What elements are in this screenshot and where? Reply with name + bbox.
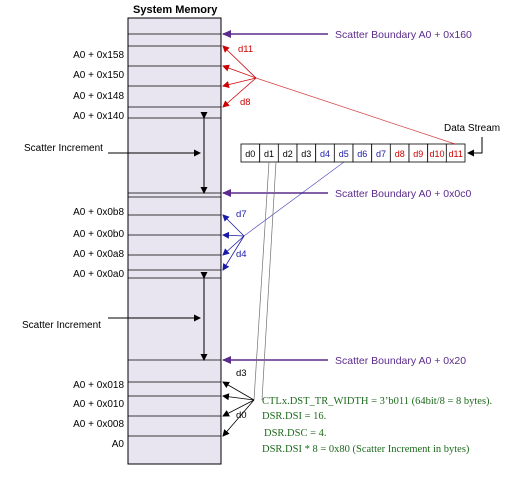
stream-cell-label: d4	[320, 149, 330, 159]
boundary-label: Scatter Boundary A0 + 0x160	[335, 29, 472, 41]
address-label: A0 + 0x0b0	[73, 229, 124, 240]
stream-cell-label: d3	[301, 149, 311, 159]
address-label: A0 + 0x008	[73, 419, 124, 430]
stream-cell: d4	[315, 143, 335, 163]
black-group-connector	[261, 161, 277, 401]
group-connectors	[243, 77, 456, 401]
note-scatter-increment: DSR.DSI * 8 = 0x80 (Scatter Increment in…	[262, 444, 470, 455]
blue-fan-arrows	[222, 214, 245, 271]
data-stream-arrow	[467, 137, 483, 157]
blue-group-connector	[243, 161, 345, 237]
address-label: A0 + 0x0a0	[73, 269, 124, 280]
address-label: A0	[112, 439, 125, 450]
address-label: A0 + 0x148	[73, 91, 124, 102]
address-label: A0 + 0x0a8	[73, 249, 124, 260]
group-label-d3: d3	[236, 368, 247, 379]
black-fan-arrows	[222, 381, 255, 437]
stream-cell: d7	[371, 143, 391, 163]
address-label: A0 + 0x140	[73, 111, 124, 122]
red-group-connector	[255, 77, 456, 145]
address-label: A0 + 0x010	[73, 399, 124, 410]
stream-cell: d6	[352, 143, 373, 163]
scatter-boundary-arrows	[222, 30, 328, 364]
scatter-increment-label: Scatter Increment	[24, 143, 103, 154]
group-label-d7: d7	[236, 209, 247, 220]
stream-cell: d2	[277, 143, 298, 163]
red-fan-arrows	[222, 45, 257, 108]
stream-cell: d8	[389, 143, 410, 163]
note-dsc: DSR.DSC = 4.	[264, 428, 327, 439]
address-label: A0 + 0x158	[73, 50, 124, 61]
stream-cell-label: d9	[413, 149, 423, 159]
address-label: A0 + 0x018	[73, 380, 124, 391]
register-notes: CTLx.DST_TR_WIDTH = 3’b011 (64bit/8 = 8 …	[262, 396, 492, 455]
stream-cell-label: d7	[376, 149, 386, 159]
group-label-d4: d4	[236, 249, 247, 260]
address-label: A0 + 0x150	[73, 70, 124, 81]
stream-cell-label: d11	[449, 149, 463, 159]
stream-cell-label: d5	[339, 149, 349, 159]
stream-cell-label: d2	[283, 149, 293, 159]
data-stream-cells: d0 d1 d2 d3 d4 d5 d6 d7 d8 d9 d10 d11	[240, 143, 466, 163]
system-memory-column	[127, 17, 222, 465]
stream-cell: d1	[259, 143, 279, 163]
stream-cell: d10	[427, 143, 447, 163]
group-label-d0: d0	[236, 410, 247, 421]
stream-cell: d11	[445, 143, 466, 163]
address-labels: A0 + 0x158 A0 + 0x150 A0 + 0x148 A0 + 0x…	[73, 50, 124, 450]
stream-cell: d3	[296, 143, 317, 163]
stream-cell: d0	[240, 143, 261, 163]
stream-cell-label: d10	[429, 149, 444, 159]
scatter-increment-label: Scatter Increment	[22, 320, 101, 331]
group-label-d8: d8	[240, 97, 251, 108]
stream-cell: d9	[408, 143, 429, 163]
note-dst-tr-width: CTLx.DST_TR_WIDTH = 3’b011 (64bit/8 = 8 …	[262, 396, 492, 407]
stream-cell: d5	[333, 143, 354, 163]
diagram-title: System Memory	[133, 4, 218, 16]
data-stream-label: Data Stream	[444, 123, 500, 134]
stream-cell-label: d1	[264, 149, 274, 159]
boundary-label: Scatter Boundary A0 + 0x0c0	[335, 188, 471, 200]
note-dsi: DSR.DSI = 16.	[262, 411, 326, 422]
stream-cell-label: d8	[395, 149, 405, 159]
boundary-label: Scatter Boundary A0 + 0x20	[335, 355, 466, 367]
black-group-connector	[253, 161, 270, 401]
group-label-d11: d11	[238, 44, 253, 55]
stream-cell-label: d0	[245, 149, 255, 159]
stream-cell-label: d6	[357, 149, 367, 159]
address-label: A0 + 0x0b8	[73, 207, 124, 218]
